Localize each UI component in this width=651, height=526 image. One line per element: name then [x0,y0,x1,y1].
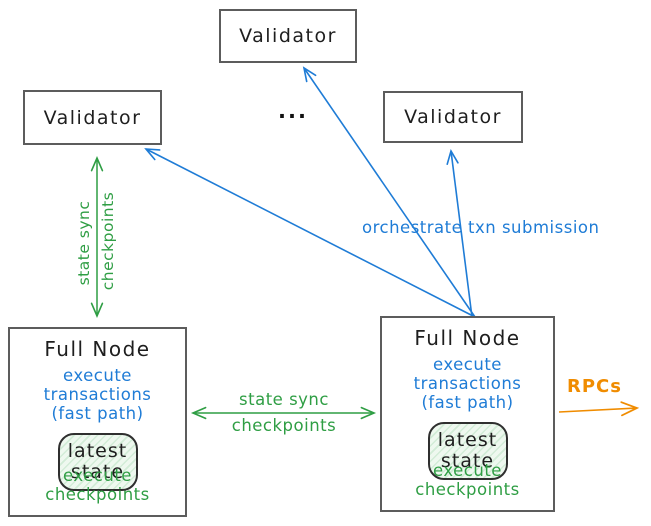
state-sync-vertical-label-line1: state sync [75,200,93,286]
full-node-right-title: Full Node [414,326,521,350]
validator-box-right: Validator [383,91,523,143]
full-node-right-exec-checkpoints: execute checkpoints [415,461,520,499]
arrow-rpcs [558,401,640,417]
validator-box-left: Validator [23,90,162,145]
full-node-left-title: Full Node [44,337,151,361]
full-node-box-right: Full Node execute transactions (fast pat… [380,316,555,512]
orchestrate-txn-submission-label: orchestrate txn submission [362,218,600,237]
full-node-right-fast-path: (fast path) [421,393,514,413]
latest-state-box-left: latest state [57,433,138,492]
validator-top-label: Validator [239,25,337,47]
state-sync-vertical-label-line2: checkpoints [99,191,117,291]
full-node-box-left: Full Node execute transactions (fast pat… [8,327,187,517]
validator-left-label: Validator [43,106,142,129]
rpcs-label: RPCs [567,376,622,397]
full-node-left-exec-checkpoints: execute checkpoints [45,466,150,504]
state-sync-horizontal-label: state sync checkpoints [231,390,337,435]
full-node-left-exec-transactions: execute transactions [43,366,152,405]
latest-state-box-right: latest state [427,422,508,481]
validators-ellipsis: ... [278,99,308,123]
validator-right-label: Validator [404,106,502,128]
full-node-left-fast-path: (fast path) [51,404,144,424]
validator-box-top: Validator [219,9,357,63]
full-node-right-exec-transactions: execute transactions [413,355,522,394]
